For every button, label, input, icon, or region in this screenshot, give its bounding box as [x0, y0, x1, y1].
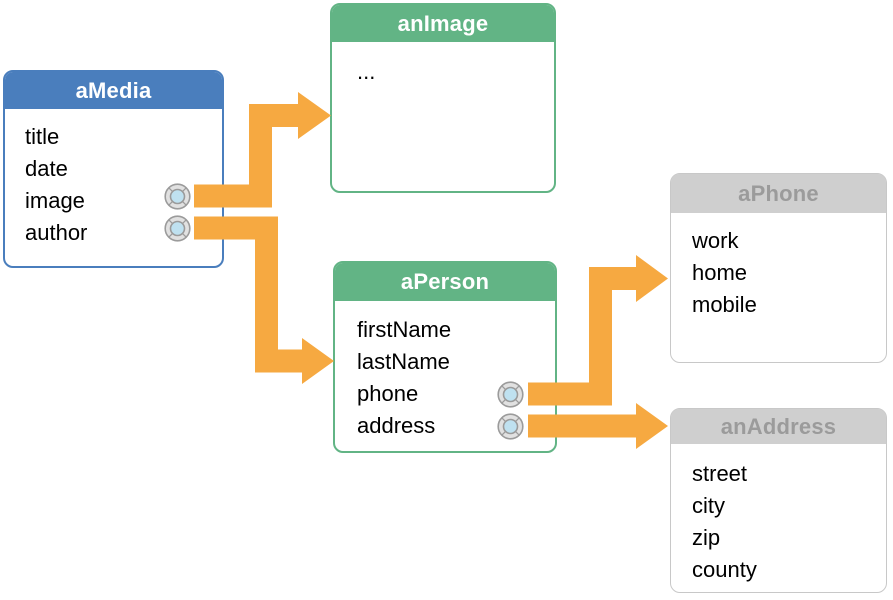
aperson-fields: firstName lastName phone address [335, 301, 555, 442]
aperson-title: aPerson [335, 263, 555, 301]
field-city: city [692, 493, 725, 518]
field-home: home [692, 260, 748, 285]
field-lastname: lastName [357, 349, 450, 374]
field-work: work [692, 228, 739, 253]
connection-well-icon [496, 380, 524, 408]
field-zip: zip [692, 525, 721, 550]
aphone-fields: work home mobile [671, 213, 886, 321]
entity-box-animage: anImage ... [330, 3, 556, 193]
field-firstname: firstName [357, 317, 452, 342]
field-mobile: mobile [692, 292, 757, 317]
anaddress-fields: street city zip county [671, 444, 886, 586]
field-street: street [692, 461, 748, 486]
field-phone: phone [357, 381, 419, 406]
field-address: address [357, 413, 436, 438]
field-image: image [25, 188, 85, 213]
entity-box-anaddress: anAddress street city zip county [670, 408, 887, 593]
amedia-title: aMedia [5, 72, 222, 109]
field-author: author [25, 220, 88, 245]
anaddress-title: anAddress [671, 409, 886, 444]
animage-title: anImage [332, 5, 554, 42]
field-date: date [25, 156, 68, 181]
field-county: county [692, 557, 757, 582]
entity-box-amedia: aMedia title date image author [3, 70, 224, 268]
entity-box-aperson: aPerson firstName lastName phone address [333, 261, 557, 453]
aphone-title: aPhone [671, 174, 886, 213]
field-title: title [25, 124, 60, 149]
animage-fields: ... [332, 42, 554, 88]
amedia-fields: title date image author [5, 109, 222, 249]
connection-well-icon [163, 214, 191, 242]
connection-well-icon [496, 412, 524, 440]
entity-box-aphone: aPhone work home mobile [670, 173, 887, 363]
field-ellipsis: ... [357, 59, 376, 84]
connection-well-icon [163, 182, 191, 210]
